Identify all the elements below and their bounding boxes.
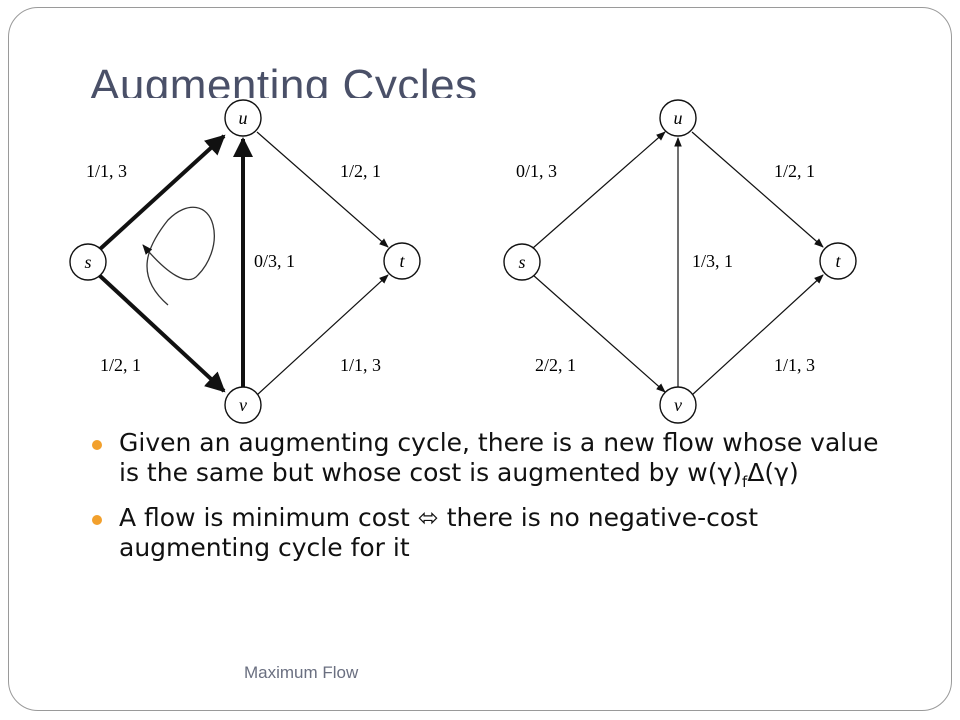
right-label-ut: 1/2, 1 xyxy=(774,161,815,181)
bullet-tail: Δ(γ) xyxy=(747,458,799,487)
svg-text:u: u xyxy=(674,108,683,128)
left-label-vu: 0/3, 1 xyxy=(254,251,295,271)
right-node-v: v xyxy=(659,386,697,424)
left-label-su: 1/1, 3 xyxy=(86,161,127,181)
left-label-ut: 1/2, 1 xyxy=(340,161,381,181)
slide-title: Augmenting Cycles xyxy=(90,61,478,98)
bullet-text: A flow is minimum cost ⬄ there is no neg… xyxy=(119,503,759,562)
right-label-sv: 2/2, 1 xyxy=(535,355,576,375)
left-cycle-arrow xyxy=(142,206,215,306)
svg-text:t: t xyxy=(835,251,841,271)
bullet-item: Given an augmenting cycle, there is a ne… xyxy=(88,428,888,491)
bullet-item: A flow is minimum cost ⬄ there is no neg… xyxy=(88,503,888,563)
svg-text:u: u xyxy=(239,108,248,128)
left-edge-u-t xyxy=(256,131,389,248)
right-graph: u s t v 0/1, 3 1/2, 1 1/3, 1 2/2, 1 1/1,… xyxy=(503,99,857,424)
bullet-dot-icon xyxy=(92,515,102,525)
svg-text:v: v xyxy=(239,395,247,415)
bullet-subscript: f xyxy=(742,473,748,491)
bullet-list: Given an augmenting cycle, there is a ne… xyxy=(88,428,888,575)
right-edge-v-t xyxy=(691,274,824,396)
left-graph: u s t v 1/1, 3 1/2, 1 0/3, 1 1/2, 1 1/1,… xyxy=(69,99,421,424)
left-edge-s-u xyxy=(97,134,226,252)
left-label-sv: 1/2, 1 xyxy=(100,355,141,375)
right-edge-s-v xyxy=(532,274,666,393)
bullet-text: Given an augmenting cycle, there is a ne… xyxy=(119,428,879,487)
left-node-t: t xyxy=(383,242,421,280)
right-edge-u-t xyxy=(691,131,824,248)
left-node-u: u xyxy=(224,99,262,137)
flow-network-diagrams: u s t v 1/1, 3 1/2, 1 0/3, 1 1/2, 1 1/1,… xyxy=(69,99,857,424)
left-edge-s-v xyxy=(97,273,226,393)
slide-frame xyxy=(8,7,952,711)
svg-text:s: s xyxy=(84,252,91,272)
right-node-u: u xyxy=(659,99,697,137)
right-node-s: s xyxy=(503,243,541,281)
svg-text:s: s xyxy=(518,252,525,272)
right-node-t: t xyxy=(819,242,857,280)
right-label-vt: 1/1, 3 xyxy=(774,355,815,375)
bullet-dot-icon xyxy=(92,440,102,450)
right-edge-s-u xyxy=(532,131,666,249)
left-node-s: s xyxy=(69,243,107,281)
right-label-vu: 1/3, 1 xyxy=(692,251,733,271)
slide-footer: Maximum Flow xyxy=(244,663,359,682)
left-node-v: v xyxy=(224,386,262,424)
right-label-su: 0/1, 3 xyxy=(516,161,557,181)
flow-network-figure: u s t v 1/1, 3 1/2, 1 0/3, 1 1/2, 1 1/1,… xyxy=(58,95,878,430)
svg-text:v: v xyxy=(674,395,682,415)
left-edge-v-t xyxy=(256,274,389,396)
left-label-vt: 1/1, 3 xyxy=(340,355,381,375)
svg-text:t: t xyxy=(399,251,405,271)
